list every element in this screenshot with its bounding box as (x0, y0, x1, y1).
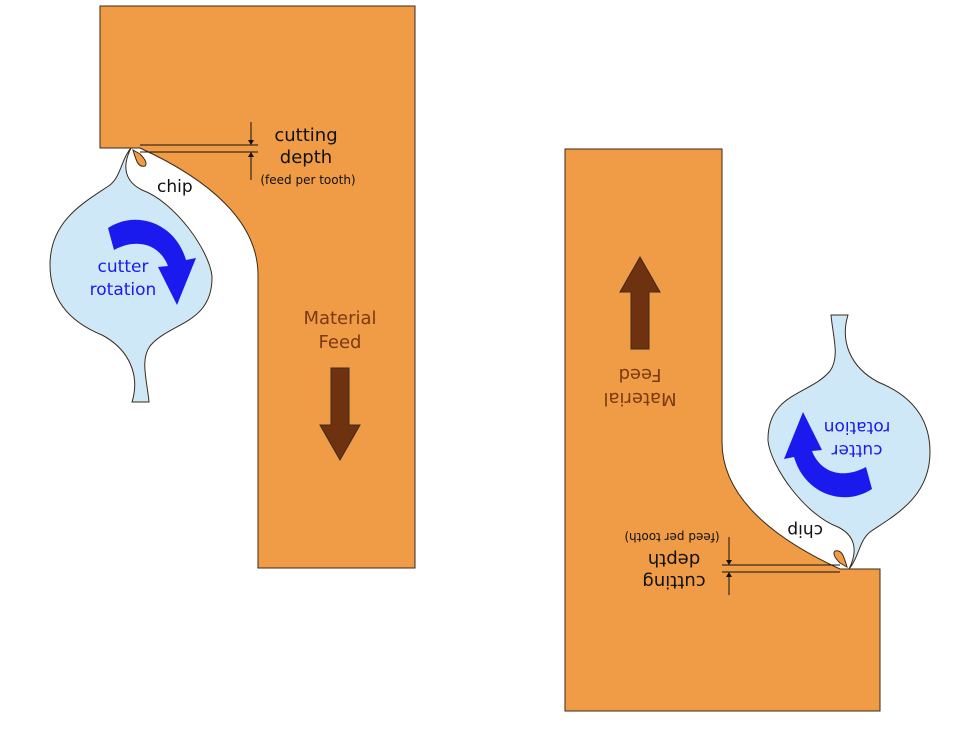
cutting-depth-label-1: cutting (642, 571, 705, 592)
feed-per-tooth-label: (feed per tooth) (624, 530, 719, 544)
material-feed-label-2: Feed (319, 332, 362, 353)
chip-shape (132, 148, 147, 167)
material-feed-label-2: Feed (619, 364, 662, 385)
cutter-rotation-label-1: cutter (832, 440, 883, 460)
cutter-body (49, 147, 213, 403)
cutting-depth-label-2: depth (280, 147, 332, 168)
cutter-rotation-label-1: cutter (98, 257, 149, 277)
feed-per-tooth-label: (feed per tooth) (260, 173, 355, 187)
material-feed-label-1: Material (603, 388, 676, 409)
left-panel: cutting depth (feed per tooth) chip cutt… (49, 5, 416, 569)
feed-down-arrow-icon (319, 367, 361, 462)
depth-arrowhead-bottom (248, 152, 254, 157)
depth-arrowhead-bottom (726, 560, 732, 565)
chip-label: chip (157, 177, 193, 197)
rotation-arrow-icon (108, 219, 196, 305)
cutter-rotation-label-2: rotation (90, 280, 157, 300)
depth-arrowhead-top (726, 572, 732, 577)
feed-up-arrow-icon (619, 255, 661, 350)
chip-label: chip (787, 520, 823, 540)
right-panel: cutting depth (feed per tooth) chip cutt… (564, 148, 931, 712)
cutter-body (767, 314, 931, 570)
cutter-rotation-label-2: rotation (824, 417, 891, 437)
depth-arrowhead-top (248, 140, 254, 145)
rotation-arrow-icon (784, 412, 872, 498)
cutting-depth-label-2: depth (648, 549, 700, 570)
cutting-depth-label-1: cutting (274, 125, 337, 146)
material-feed-label-1: Material (303, 308, 376, 329)
chip-shape (833, 550, 848, 569)
